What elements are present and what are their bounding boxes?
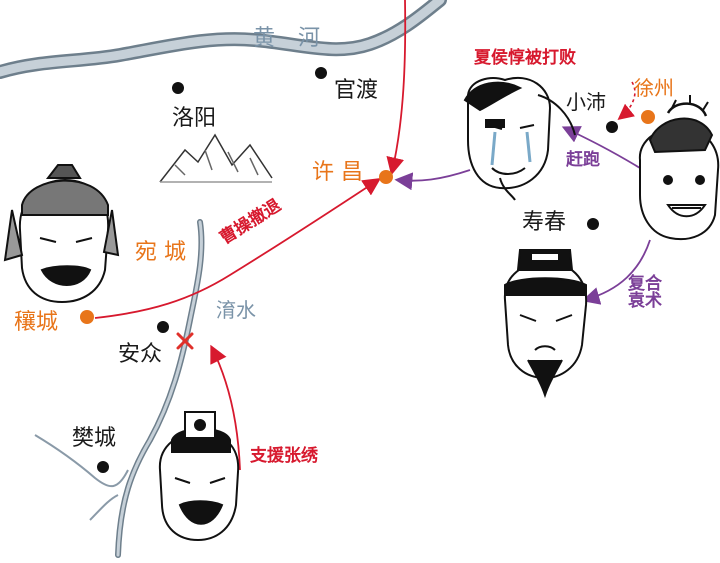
fancheng-dot [97, 461, 109, 473]
ally-arrow [581, 239, 651, 305]
xiaopei-to-xuzhou-arrow [617, 81, 636, 121]
shouchun-label: 寿春 [522, 210, 567, 235]
xiaopei-label: 小沛 [566, 90, 606, 114]
guandu-dot [315, 67, 327, 79]
luoyang-label: 洛阳 [172, 106, 217, 131]
anzhong-dot [157, 321, 169, 333]
ally-yuanshu-line1: 复合 [628, 274, 662, 294]
fancheng-label: 樊城 [72, 426, 117, 451]
xiahou-defeated-label: 夏侯惇被打败 [474, 48, 576, 68]
xiahou-dun-portrait [463, 77, 576, 201]
xuchang-label: 许 昌 [312, 160, 363, 185]
north-arrow-to-xuchang [386, 0, 407, 176]
xuchang-dot [379, 170, 393, 184]
anzhong-label: 安众 [118, 342, 163, 367]
yu-river-label: 淯水 [216, 298, 256, 322]
xiaopei-dot [606, 121, 618, 133]
guandu-label: 官渡 [334, 78, 379, 103]
ally-yuanshu-label: 复合 袁术 [628, 276, 662, 310]
zhang-xiu-portrait [3, 164, 120, 304]
shouchun-dot [587, 218, 599, 230]
yuan-shu-portrait [503, 249, 588, 399]
rangcheng-label: 穰城 [14, 310, 59, 335]
yu-river [34, 219, 205, 558]
wancheng-label: 宛 城 [135, 240, 186, 265]
yellow-river [0, 0, 447, 79]
xuzhou-label: 徐州 [634, 76, 674, 100]
rangcheng-dot [80, 310, 94, 324]
liu-biao-portrait [158, 411, 240, 542]
flee-arrow [561, 126, 641, 169]
yellow-river-label: 黄 河 [253, 26, 328, 51]
mountain-icon [159, 133, 273, 183]
support-zhangxiu-label: 支援张绣 [250, 446, 318, 466]
cao-retreat-arrow [94, 178, 382, 319]
luoyang-dot [172, 82, 184, 94]
flee-label: 赶跑 [566, 150, 600, 170]
xiahou-to-xuchang-arrow [394, 169, 471, 191]
support-zhangxiu-arrow [210, 344, 241, 471]
battle-cross-icon [176, 332, 194, 350]
ally-yuanshu-line2: 袁术 [628, 291, 662, 311]
lu-bu-portrait [638, 95, 720, 240]
xuzhou-dot [641, 110, 655, 124]
